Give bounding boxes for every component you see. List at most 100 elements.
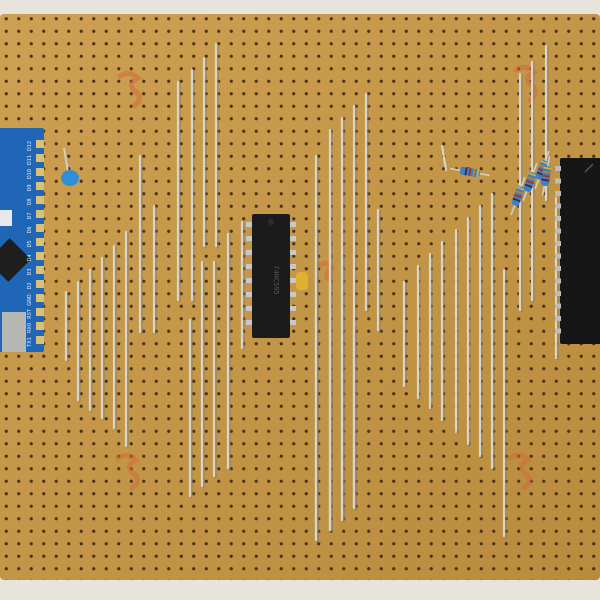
ic-pin <box>290 320 296 325</box>
resistor-band <box>512 197 521 203</box>
resistor-band <box>527 176 536 181</box>
pin-label: TX1 <box>27 337 33 348</box>
resistor-band <box>476 169 480 178</box>
socket-body <box>560 158 600 344</box>
arduino-pcb <box>0 128 44 352</box>
jumper-wires <box>64 42 559 543</box>
header-pin <box>36 280 44 288</box>
resistor-band <box>543 166 552 170</box>
red-mark <box>117 70 143 109</box>
header-pin <box>36 224 44 232</box>
resistor-band <box>515 190 524 195</box>
socket-pin <box>555 178 561 184</box>
pin-label: D12 <box>27 141 33 151</box>
microcontroller-chip <box>0 238 31 282</box>
resistor-band <box>513 193 523 199</box>
perfboard-holes <box>0 14 600 580</box>
socket-pin <box>555 316 561 321</box>
resistor-band <box>528 172 537 177</box>
usb-connector <box>2 312 26 352</box>
header-pin <box>36 210 44 218</box>
header-pin <box>36 140 44 148</box>
header-pin <box>36 322 44 330</box>
socket-pin <box>555 191 561 196</box>
ic-pin <box>290 306 296 311</box>
pin-label: D7 <box>27 212 33 219</box>
socket-pin <box>555 278 561 284</box>
ic-pins <box>246 222 296 325</box>
header-pin <box>36 238 44 246</box>
pin-label: D10 <box>27 169 33 179</box>
socket-pin <box>555 203 561 209</box>
ic-socket <box>555 158 600 344</box>
resistor <box>534 150 550 190</box>
resistor-band <box>464 167 468 176</box>
ic-pin <box>246 222 252 227</box>
resistor-band <box>516 186 525 191</box>
resistor <box>540 156 552 196</box>
header-pin <box>36 182 44 190</box>
pin-label: D6 <box>27 226 33 233</box>
pin-label: RST <box>27 308 33 319</box>
header-pin <box>36 252 44 260</box>
ic-pin <box>290 264 296 269</box>
header-pin <box>36 168 44 176</box>
socket-pin <box>555 253 561 259</box>
resistor-band <box>524 183 533 189</box>
resistor-band <box>525 179 535 185</box>
capacitor-lead <box>63 147 69 173</box>
ic-pin <box>246 278 252 283</box>
ic-pin <box>246 292 252 297</box>
arduino-header-pins <box>36 140 44 344</box>
capacitor-body <box>296 272 308 290</box>
header-pin <box>36 196 44 204</box>
header-pin <box>36 154 44 162</box>
resistor <box>510 176 526 216</box>
ic-shift-register: 74HC595 <box>246 214 296 338</box>
resistor-band <box>472 168 476 177</box>
ic-pin <box>290 236 296 241</box>
socket-pin <box>555 228 561 234</box>
pin-label: D5 <box>27 240 33 247</box>
pin-label: D8 <box>27 198 33 205</box>
ic-pin <box>290 292 296 297</box>
pin-label: D11 <box>27 155 33 165</box>
red-mark <box>507 452 533 491</box>
resistor-band <box>468 167 472 177</box>
socket-pins <box>555 166 561 334</box>
pin-label: D3 <box>27 268 33 275</box>
socket-pin <box>555 328 561 334</box>
resistor-band <box>540 160 549 165</box>
socket-pin <box>555 291 561 296</box>
resistor-band <box>542 170 551 174</box>
ic-pin <box>246 264 252 269</box>
resistors <box>450 150 552 216</box>
socket-notch <box>584 163 594 173</box>
ic-pin <box>246 236 252 241</box>
header-pin <box>36 294 44 302</box>
ic-pin <box>290 250 296 255</box>
ceramic-capacitor-blue <box>61 147 79 186</box>
socket-pin <box>555 166 561 171</box>
ic-pin <box>246 306 252 311</box>
reset-button <box>0 210 12 226</box>
ic-marking: 74HC595 <box>272 265 280 295</box>
ic-pin <box>290 278 296 283</box>
ic-pin <box>290 222 296 227</box>
jumper-wire <box>441 145 447 171</box>
red-markings <box>115 64 539 491</box>
header-pin <box>36 336 44 344</box>
ic-pin <box>246 250 252 255</box>
socket-pin <box>555 216 561 221</box>
pin-label: RX0 <box>27 323 33 333</box>
ic-notch <box>268 219 274 225</box>
ic-body <box>252 214 290 338</box>
socket-pin <box>555 241 561 246</box>
socket-pin <box>555 303 561 309</box>
pin-label: D9 <box>27 184 33 191</box>
pin-label: D4 <box>27 254 33 261</box>
red-mark <box>513 64 539 103</box>
